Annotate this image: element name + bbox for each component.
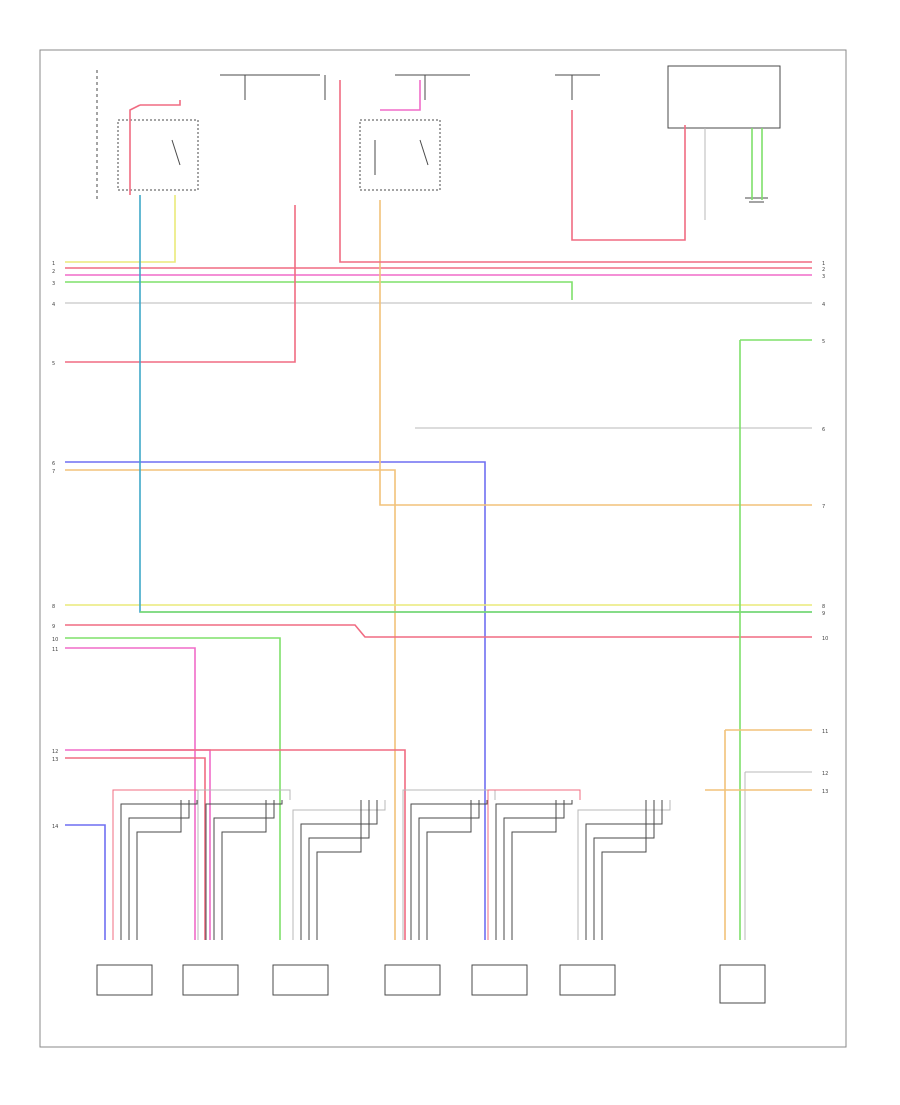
right-pin-label: 9 bbox=[822, 611, 825, 617]
relay-middle bbox=[359, 119, 441, 191]
connector-wire bbox=[213, 800, 275, 940]
connector-wire bbox=[495, 800, 573, 940]
connector-block-6 bbox=[559, 964, 616, 996]
wire-red-top-3 bbox=[339, 80, 812, 263]
right-pin-label: 11 bbox=[822, 729, 828, 735]
left-pin-label: 1 bbox=[52, 261, 55, 267]
connector-wire bbox=[410, 800, 488, 940]
wire-red-top-2 bbox=[129, 104, 141, 195]
left-pin-label: 4 bbox=[52, 302, 55, 308]
wire-green-bus bbox=[65, 281, 573, 300]
connector-block-4 bbox=[384, 964, 441, 996]
connector-wire bbox=[585, 800, 663, 940]
wire-teal bbox=[139, 195, 812, 613]
wires bbox=[65, 80, 812, 940]
connector-wire bbox=[112, 789, 206, 940]
wire-red-low-2 bbox=[110, 749, 406, 940]
right-pin-label: 12 bbox=[822, 771, 828, 777]
connector-wire bbox=[221, 800, 267, 940]
connector-block-5 bbox=[471, 964, 528, 996]
right-pin-label: 3 bbox=[822, 274, 825, 280]
connector-wire bbox=[128, 800, 190, 940]
left-pin-label: 14 bbox=[52, 824, 58, 830]
connector-block-3 bbox=[272, 964, 329, 996]
right-pin-label: 13 bbox=[822, 789, 828, 795]
connector-wire bbox=[511, 800, 557, 940]
connector-wire bbox=[197, 789, 291, 940]
left-pin-label: 7 bbox=[52, 469, 55, 475]
connector-block-1 bbox=[96, 964, 153, 996]
connector-wire bbox=[577, 800, 671, 940]
connectors bbox=[96, 964, 766, 1004]
control-module bbox=[667, 65, 781, 129]
connector-block-2 bbox=[182, 964, 239, 996]
connector-wire bbox=[136, 800, 182, 940]
wire-orange-right bbox=[379, 200, 812, 506]
wire-red-left bbox=[65, 205, 296, 363]
wire-red-bus-2 bbox=[65, 624, 812, 638]
left-pin-label: 6 bbox=[52, 461, 55, 467]
left-pin-label: 3 bbox=[52, 281, 55, 287]
connector-wire bbox=[418, 800, 480, 940]
relay-left bbox=[117, 119, 199, 191]
wire-blue-low bbox=[65, 824, 106, 940]
wire-pink-down bbox=[65, 647, 196, 940]
wire-green-down bbox=[65, 637, 281, 940]
right-pin-label: 8 bbox=[822, 604, 825, 610]
right-pin-label: 6 bbox=[822, 427, 825, 433]
right-pin-label: 4 bbox=[822, 302, 825, 308]
left-pin-label: 9 bbox=[52, 624, 55, 630]
right-pin-label: 7 bbox=[822, 504, 825, 510]
connector-wire bbox=[601, 800, 647, 940]
wire-pink-top bbox=[380, 80, 421, 111]
wire-red-top-1 bbox=[140, 100, 181, 106]
connector-wire bbox=[292, 800, 386, 940]
wire-red-loop bbox=[571, 110, 686, 241]
left-pin-label: 2 bbox=[52, 269, 55, 275]
connector-wire bbox=[593, 800, 655, 940]
connector-wire bbox=[300, 800, 378, 940]
right-pin-label: 2 bbox=[822, 267, 825, 273]
left-pin-label: 13 bbox=[52, 757, 58, 763]
left-pin-label: 5 bbox=[52, 361, 55, 367]
right-pin-label: 1 bbox=[822, 261, 825, 267]
left-pin-label: 10 bbox=[52, 637, 58, 643]
wire-orange bbox=[65, 469, 396, 940]
top-components bbox=[96, 65, 781, 203]
connector-wire bbox=[402, 789, 496, 940]
left-pin-label: 11 bbox=[52, 647, 58, 653]
right-pin-label: 5 bbox=[822, 339, 825, 345]
connector-wire bbox=[308, 800, 370, 940]
connector-wire bbox=[426, 800, 472, 940]
wire-red-low bbox=[65, 757, 206, 940]
connector-wire bbox=[205, 800, 283, 940]
left-pin-label: 12 bbox=[52, 749, 58, 755]
connector-wire bbox=[487, 789, 581, 940]
connector-wire bbox=[503, 800, 565, 940]
connector-wire bbox=[120, 800, 198, 940]
right-pin-label: 10 bbox=[822, 636, 828, 642]
connector-block-7 bbox=[719, 964, 766, 1004]
connector-wire bbox=[316, 800, 362, 940]
wire-blue bbox=[65, 461, 486, 940]
diagram-frame bbox=[39, 49, 847, 1048]
wire-yellow-top bbox=[65, 195, 176, 263]
left-pin-label: 8 bbox=[52, 604, 55, 610]
